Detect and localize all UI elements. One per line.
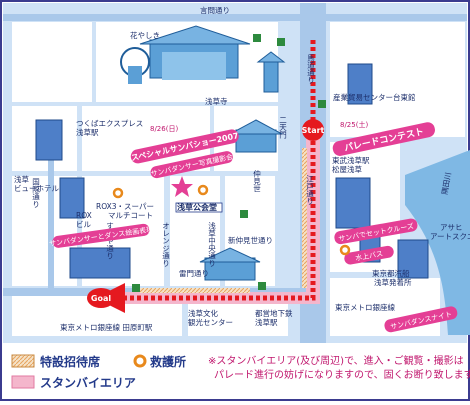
label-bunka-1: 浅草文化	[188, 308, 218, 318]
svg-text:Start: Start	[302, 126, 325, 135]
label-hanayashiki: 花やしき	[130, 30, 160, 40]
legend-swatch-seats	[11, 354, 35, 368]
kaminarimon-gate	[229, 119, 283, 153]
label-asakusa-chuo-dori: 浅草中央通り	[207, 221, 216, 267]
label-tobu-asakusa: 東武浅草駅	[332, 155, 370, 165]
label-orange-dori: オレンジ通り	[161, 222, 170, 267]
label-kototoi-dori: 言問通り	[200, 5, 230, 15]
special-seating-south	[140, 288, 250, 293]
label-sensoji: 浅草寺	[205, 96, 228, 106]
label-kaminarimon-dori: 雷門通り	[179, 268, 209, 278]
sumida-river	[405, 150, 470, 335]
label-tx-2: 浅草駅	[76, 127, 99, 137]
start-marker: Start	[302, 119, 325, 141]
legend-standby: スタンバイエリア	[40, 376, 136, 390]
legend-area	[3, 345, 467, 398]
label-toei-asakusa-2: 浅草発着所	[374, 277, 412, 287]
river-label: 隅田川	[440, 172, 453, 196]
five-story-pagoda	[256, 51, 286, 93]
legend-seats: 特設招待席	[40, 354, 100, 369]
label-matsuya: 松屋浅草	[332, 164, 362, 174]
label-toei-subway-2: 浅草駅	[255, 317, 278, 327]
label-rox3: ROX3・スーパー	[96, 202, 154, 211]
label-shinnakamise-dori: 新仲見世通り	[228, 235, 273, 245]
label-tx-1: つくばエクスプレス	[76, 119, 143, 128]
legend-swatch-standby	[11, 375, 35, 389]
legend-first-aid: 救護所	[150, 354, 186, 369]
label-kokusai-dori: 国際通り	[31, 178, 40, 209]
label-public-hall: 浅草公会堂	[177, 202, 217, 212]
restroom-icon	[132, 34, 326, 292]
label-asahi-1: アサヒ	[440, 223, 463, 232]
label-asakusa-view-2: ビューホテル	[14, 184, 59, 193]
label-asakusa-view-1: 浅草	[14, 174, 29, 184]
date-contest: 8/25(土)	[340, 120, 368, 129]
label-metro-ginza-right: 東京メトロ銀座線	[335, 302, 395, 312]
label-umamichi-dori: 馬道通り	[306, 54, 315, 85]
goal-marker: Goal	[87, 288, 115, 308]
label-metro-tawaramachi: 東京メトロ銀座線 田原町駅	[60, 322, 153, 332]
label-bunka-2: 観光センター	[188, 317, 233, 327]
label-toei-subway-1: 都営地下鉄	[255, 308, 293, 318]
first-aid-icon	[112, 184, 351, 256]
hanayashiki	[120, 47, 150, 84]
label-nakamise-dori: 仲見世	[252, 169, 261, 193]
label-rox-building: ビル	[76, 220, 91, 229]
buildings	[35, 63, 429, 279]
note-line-1: ※スタンバイエリア(及び周辺)で、進入・ご観覧・撮影は	[208, 354, 464, 367]
date-special-show: 8/26(日)	[150, 125, 178, 133]
public-hall-star	[171, 176, 193, 197]
parade-route	[95, 40, 316, 313]
sensoji-small-hall	[199, 247, 261, 281]
label-multiplex: マルチコート	[108, 211, 153, 220]
public-hall-box	[175, 202, 223, 213]
label-rox: ROX	[76, 211, 92, 220]
svg-text:Goal: Goal	[91, 294, 111, 303]
label-edo-dori: 江戸通り	[305, 175, 314, 206]
label-toei-asakusa-1: 東京都汽船	[372, 268, 410, 278]
special-seating	[302, 148, 307, 288]
event-waterbus: 水上バス	[344, 245, 394, 265]
label-sangyo-center: 産業貿易センター台東館	[333, 92, 416, 102]
note-line-2: パレード進行の妨げになりますので、固くお断り致します。	[214, 368, 470, 381]
label-asahi-2: アートスクエア	[430, 232, 470, 241]
sensoji-temple	[139, 25, 251, 80]
legend-swatch-first-aid	[133, 354, 147, 368]
label-nitenmon: 二天門	[278, 116, 287, 140]
